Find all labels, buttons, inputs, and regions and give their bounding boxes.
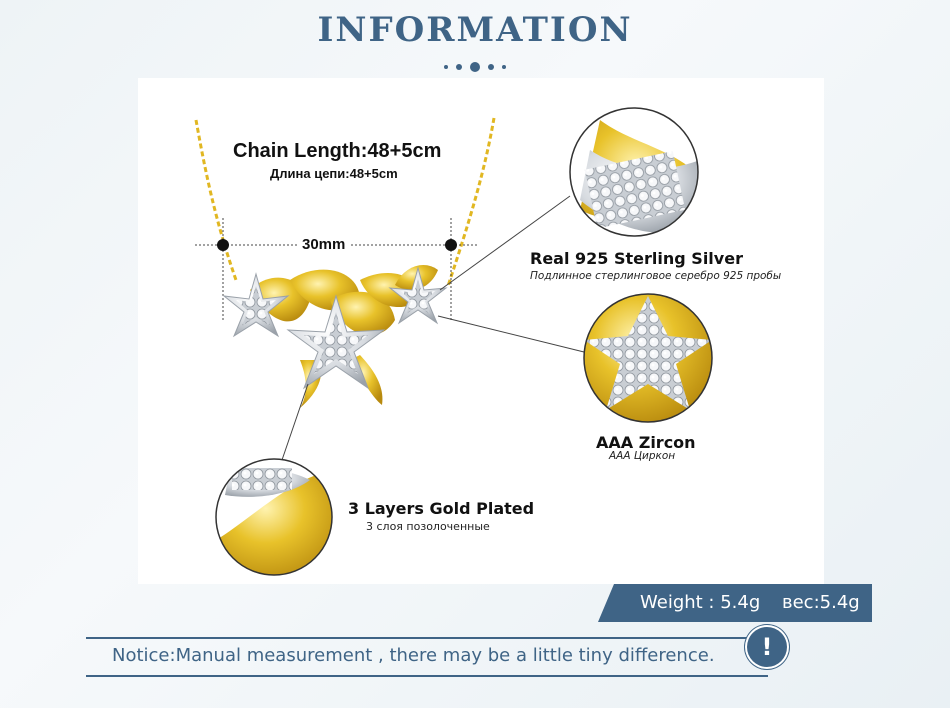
magnifier-gold <box>215 458 333 576</box>
dimension-marker-right <box>445 239 457 251</box>
feature-zircon-subtitle: AAA Циркон <box>609 450 676 462</box>
notice-text: Notice:Manual measurement , there may be… <box>112 645 715 666</box>
magnifier-silver <box>569 107 699 237</box>
exclamation-icon: ! <box>747 627 787 667</box>
chain-right <box>446 117 496 287</box>
weight-banner: Weight : 5.4g вес:5.4g <box>598 584 872 622</box>
weight-label: Weight : 5.4g <box>640 592 761 613</box>
feature-gold-subtitle: 3 слоя позолоченные <box>366 520 490 533</box>
dimension-marker-left <box>217 239 229 251</box>
silver-star-center <box>286 294 386 390</box>
feature-silver-subtitle: Подлинное стерлинговое серебро 925 пробы <box>530 270 782 282</box>
silver-star-right <box>388 266 448 325</box>
feature-zircon-title: AAA Zircon <box>596 433 696 452</box>
callout-pointers <box>281 195 585 461</box>
pendant-width-label: 30mm <box>298 236 350 253</box>
page-title: INFORMATION <box>317 10 633 50</box>
silver-star-left <box>222 272 290 338</box>
magnifier-zircon <box>583 293 713 423</box>
notice-bottom-rule <box>86 675 768 677</box>
feature-silver-title: Real 925 Sterling Silver <box>530 249 743 268</box>
notice-top-rule <box>86 637 768 639</box>
chain-left <box>194 119 238 281</box>
chain-length-label: Chain Length:48+5cm <box>233 140 442 162</box>
feature-gold-title: 3 Layers Gold Plated <box>348 499 535 518</box>
weight-label-ru: вес:5.4g <box>782 592 860 613</box>
chain-length-label-ru: Длина цепи:48+5cm <box>270 166 398 181</box>
title-divider-dots <box>0 56 950 75</box>
